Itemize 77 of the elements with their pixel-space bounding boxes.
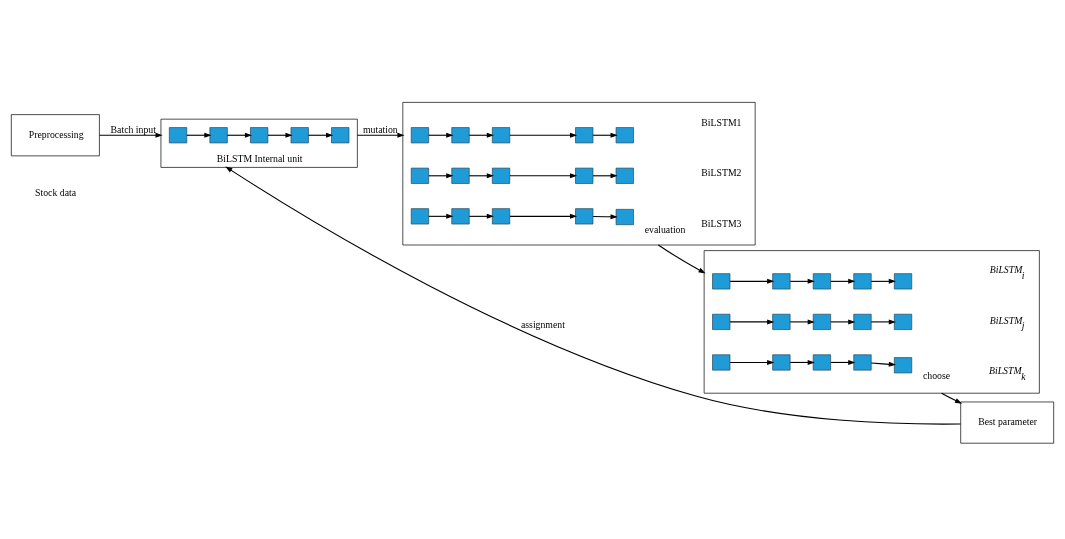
node-box [209, 126, 228, 143]
arrow [226, 132, 253, 138]
arrow [830, 359, 856, 365]
arrow [729, 278, 775, 284]
arrow [307, 132, 334, 138]
node-box: Best parameter [960, 401, 1055, 444]
edge-label: mutation [362, 123, 398, 135]
arrow [830, 318, 856, 324]
node-box [615, 208, 634, 225]
node-box [853, 272, 872, 289]
arrow [729, 318, 775, 324]
arrow [267, 132, 293, 138]
node-box [451, 126, 470, 143]
edge-label: evaluation [644, 223, 686, 235]
arrow [870, 318, 896, 324]
node-box [410, 126, 430, 143]
arrow [592, 132, 618, 138]
arrow [356, 132, 405, 138]
arrow [509, 213, 578, 219]
node-box [712, 353, 731, 370]
node-label: Stock data [35, 186, 77, 198]
node-box [491, 167, 511, 184]
arrow [789, 359, 815, 365]
arrow [870, 278, 896, 284]
arrow [468, 132, 494, 138]
edge-label: assignment [520, 318, 565, 330]
node-box [772, 313, 791, 330]
arrow [870, 361, 896, 367]
arrow [509, 132, 578, 138]
node-box [410, 207, 430, 224]
node-box [451, 167, 470, 184]
node-box [893, 356, 913, 373]
arrow [941, 392, 963, 404]
node-box [712, 313, 731, 330]
node-box [853, 313, 872, 330]
node-box [168, 126, 188, 143]
arrow [729, 359, 775, 365]
arrow [657, 243, 706, 273]
node-box [893, 313, 913, 330]
arrow [428, 172, 454, 178]
node-box [491, 126, 511, 143]
arrow [98, 132, 163, 138]
node-box [615, 167, 634, 184]
cluster: BiLSTM Internal unit [160, 118, 358, 168]
node-box [250, 126, 269, 143]
node-box [331, 126, 350, 143]
edge-label: choose [922, 369, 951, 381]
node-box [893, 272, 913, 289]
node-box [812, 313, 831, 330]
arrow [789, 278, 815, 284]
arrow [225, 166, 962, 425]
arrow [468, 172, 494, 178]
arrow [592, 213, 618, 219]
node-box: Preprocessing [10, 113, 100, 156]
node-box [491, 207, 511, 224]
node-box [712, 272, 731, 289]
node-box [812, 353, 831, 370]
node-box [615, 126, 634, 143]
arrow [428, 213, 454, 219]
node-box [290, 126, 309, 143]
node-box [853, 353, 872, 370]
node-box [812, 272, 831, 289]
node-box [575, 126, 594, 143]
arrow [592, 172, 618, 178]
arrow [789, 318, 815, 324]
arrow [468, 213, 494, 219]
node-box [575, 207, 594, 224]
arrow [830, 278, 856, 284]
node-box [451, 207, 470, 224]
arrow [186, 132, 212, 138]
node-box [410, 167, 430, 184]
node-box [575, 167, 594, 184]
edge-label: Batch input [110, 123, 156, 135]
node-box [772, 353, 791, 370]
arrow [509, 172, 578, 178]
node-box [772, 272, 791, 289]
arrow [428, 132, 454, 138]
